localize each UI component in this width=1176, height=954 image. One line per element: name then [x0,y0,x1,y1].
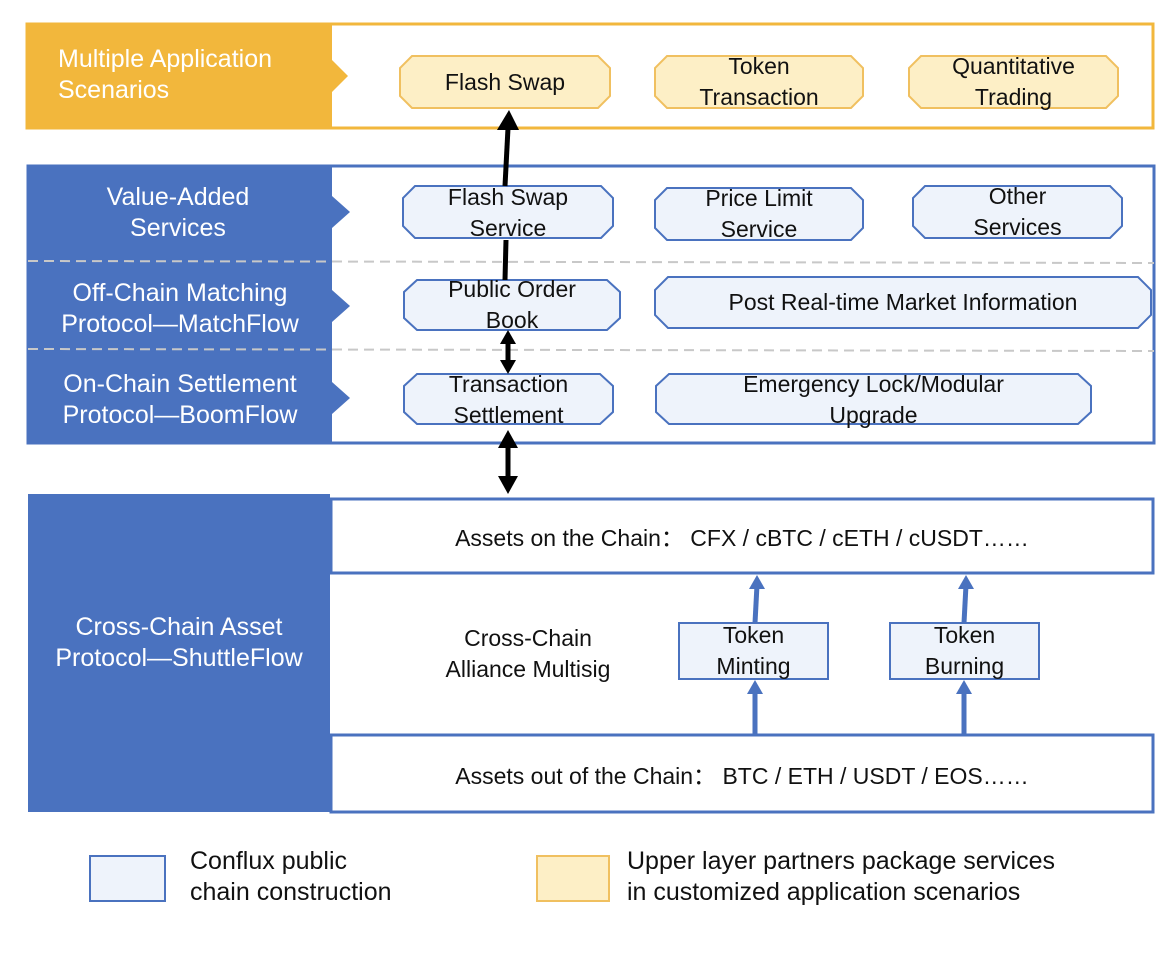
emergency-lock-shape [655,373,1092,425]
scenario-quantitative-trading-shape [908,55,1119,109]
layer-label-matching: Off-Chain Matching Protocol—MatchFlow [61,279,299,338]
legend-conflux-label: Conflux public chain construction [190,847,392,906]
layer-label-app-scenarios: Multiple Application Scenarios [58,45,273,104]
scenario-quantitative-trading: Quantitative Trading [909,50,1118,114]
service-other-label: Other Services [973,183,1062,240]
minting-arrow-upper-head [749,575,765,589]
token-minting-label: Token Minting [716,622,791,679]
market-info-shape [654,276,1152,329]
layer-label-settlement: On-Chain Settlement Protocol—BoomFlow [62,370,298,429]
legend-conflux-swatch [89,855,166,902]
transaction-settlement-label: Transaction Settlement [448,371,569,428]
service-flash-swap-shape [402,185,614,239]
assets-off-chain-text: Assets out of the Chain： BTC / ETH / USD… [455,762,1029,789]
token-minting-shape [678,622,829,680]
minting-arrow-upper [752,584,760,624]
scenario-flash-swap: Flash Swap [400,56,610,108]
burning-arrow-upper-head [958,575,974,589]
arrow-head-up-1 [497,110,519,130]
legend-partners-swatch [536,855,610,902]
burning-arrow-lower-head [956,680,972,694]
assets-on-chain-text: Assets on the Chain： CFX / cBTC / cETH /… [455,524,1029,551]
scenario-token-transaction: Token Transaction [655,50,863,114]
service-other-shape [912,185,1123,239]
layer-label-value-added: Value-Added Services [106,183,250,242]
cross-chain-banner [28,494,348,812]
service-price-limit-shape [654,187,864,241]
burning-arrow-upper [961,584,969,624]
market-info: Post Real-time Market Information [655,277,1151,328]
legend-partners-label: Upper layer partners package services in… [627,847,1055,906]
settlement-pointer [332,382,350,414]
service-other: Other Services [913,180,1122,244]
divider-2 [27,348,1155,352]
service-price-limit: Price Limit Service [655,182,863,246]
emergency-lock-label: Emergency Lock/Modular Upgrade [743,371,1004,428]
arrow-services-to-scenarios [502,127,511,187]
matching-pointer [332,290,350,322]
scenario-token-transaction-label: Token Transaction [699,53,819,110]
arrow-head-down-3 [498,476,518,494]
public-order-book-shape [403,279,621,331]
assets-on-chain-box [329,497,1155,575]
scenario-flash-swap-shape [399,55,611,109]
app-scenarios-banner [27,24,348,128]
market-info-label: Post Real-time Market Information [728,289,1078,315]
emergency-lock: Emergency Lock/Modular Upgrade [656,368,1091,432]
minting-arrow-lower-head [747,680,763,694]
protocol-banner [28,166,350,443]
assets-off-chain-box [329,733,1155,814]
scenario-quantitative-trading-label: Quantitative Trading [952,53,1075,110]
connector-matching-services [502,239,509,281]
arrow-head-up-3 [498,430,518,448]
service-price-limit-label: Price Limit Service [705,185,813,242]
public-order-book-label: Public Order Book [448,276,576,333]
token-burning-label: Token Burning [924,622,1005,679]
scenario-flash-swap-label: Flash Swap [444,68,566,95]
transaction-settlement: Transaction Settlement [404,368,613,432]
alliance-multisig-label: Cross-Chain Alliance Multisig [445,625,611,682]
divider-1 [27,260,1155,264]
arrow-head-down-2 [500,360,516,374]
service-flash-swap: Flash Swap Service [403,181,613,245]
public-order-book: Public Order Book [404,273,620,337]
service-flash-swap-label: Flash Swap Service [447,184,569,241]
arrow-head-up-2 [500,330,516,344]
scenario-token-transaction-shape [654,55,864,109]
token-burning-shape [889,622,1040,680]
transaction-settlement-shape [403,373,614,425]
layer-label-cross-chain: Cross-Chain Asset Protocol—ShuttleFlow [55,613,303,672]
